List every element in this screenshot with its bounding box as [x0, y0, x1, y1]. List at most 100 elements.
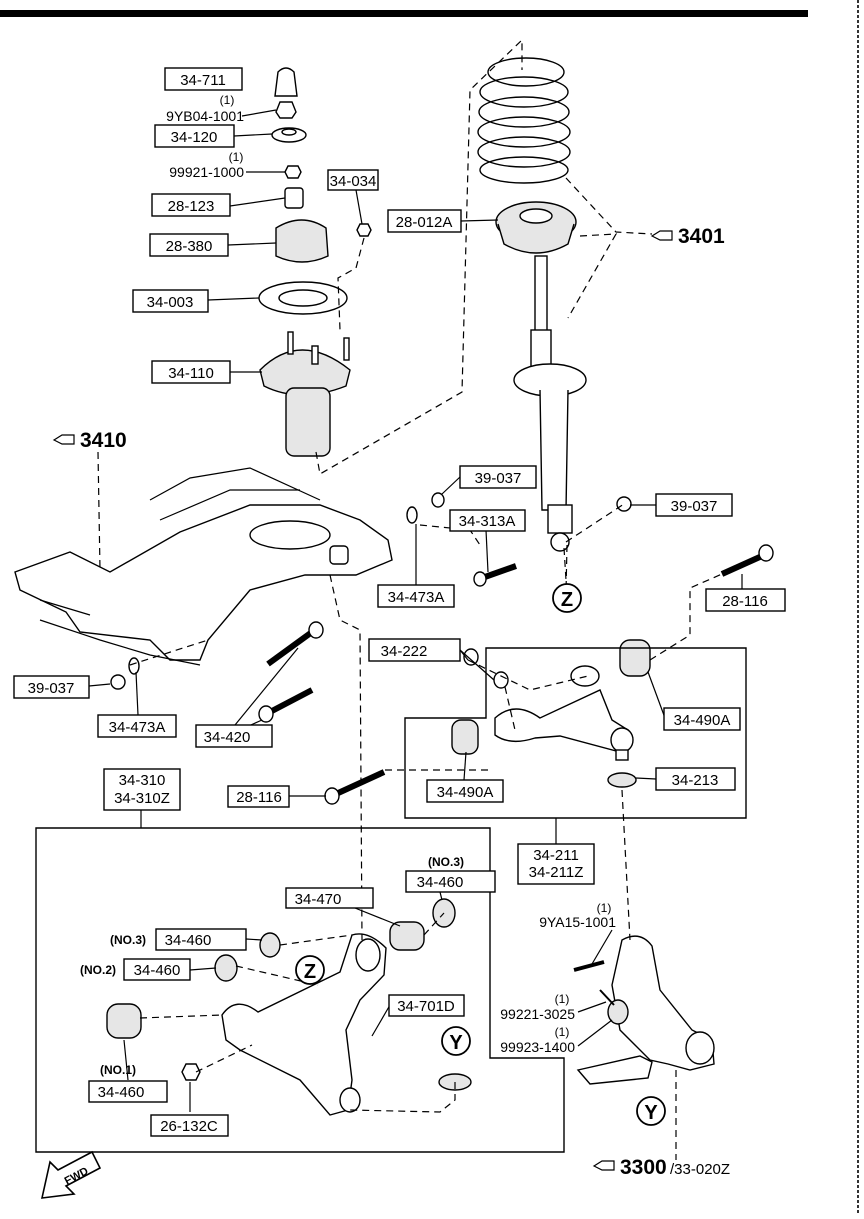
label-box-34-222	[368, 638, 461, 662]
label-box-34-313a	[449, 509, 526, 532]
label-box-28-380	[149, 233, 229, 257]
label-26-132c: 26-132C	[160, 1118, 218, 1135]
label-34-701d: 34-701D	[397, 998, 455, 1015]
upper-bushing-front	[451, 719, 479, 755]
label-34-460-d: 34-460	[98, 1084, 145, 1101]
ref-letter-z-b: Z	[304, 961, 316, 983]
mount-insulator	[275, 219, 329, 263]
strut-cap	[274, 67, 298, 97]
label-28-116-a: 28-116	[722, 593, 768, 610]
nut-26132c	[181, 1063, 201, 1081]
label-box-34-110	[151, 360, 231, 384]
hand-pointer-icon	[592, 1160, 615, 1171]
label-28-116-b: 28-116	[236, 789, 282, 806]
label-39-037-a: 39-037	[475, 470, 522, 487]
label-box-34-460-c	[123, 958, 191, 981]
label-9yb04-1001: 9YB04-1001	[166, 108, 244, 124]
label-no2: (NO.2)	[80, 963, 116, 977]
label-box-34-711	[164, 67, 243, 91]
label-34-473a-a: 34-473A	[388, 589, 445, 606]
qty-9ya15: (1)	[597, 901, 612, 915]
fwd-arrow-icon	[40, 1150, 102, 1199]
lower-bushing-no1	[106, 1003, 142, 1039]
hand-pointer-icon	[52, 434, 75, 445]
label-34-310: 34-310	[119, 772, 166, 789]
label-box-28-116-b	[227, 785, 290, 808]
label-34-460-a: 34-460	[417, 874, 464, 891]
label-99921-1000: 99921-1000	[169, 164, 244, 180]
label-39-037-b: 39-037	[671, 498, 718, 515]
label-34-222: 34-222	[381, 643, 428, 660]
label-34-003: 34-003	[147, 294, 194, 311]
label-box-34-460-d	[88, 1080, 168, 1103]
label-34-473a-b: 34-473A	[109, 719, 166, 736]
label-no3-b: (NO.3)	[110, 933, 146, 947]
steering-knuckle	[573, 935, 715, 1085]
ref-3300-sub: /33-020Z	[670, 1161, 730, 1178]
bearing-plate	[271, 127, 307, 143]
label-34-490a-a: 34-490A	[674, 712, 731, 729]
ref-3300[interactable]: 3300	[620, 1156, 667, 1179]
hand-pointer-icon	[650, 230, 673, 241]
ref-letter-z-a: Z	[561, 589, 573, 611]
ref-circle-z-b	[295, 955, 325, 985]
upper-arm-frame	[404, 647, 747, 819]
label-box-26-132c	[150, 1114, 229, 1137]
label-box-34-420	[195, 724, 273, 748]
mount-nut-34034	[356, 223, 372, 237]
label-no1: (NO.1)	[100, 1063, 136, 1077]
leaders	[88, 109, 743, 1112]
label-34-460-b: 34-460	[165, 932, 212, 949]
upper-ball-joint-seal	[607, 772, 637, 788]
label-box-34-701d	[388, 994, 465, 1017]
label-34-213: 34-213	[672, 772, 719, 789]
label-box-34-034	[327, 169, 379, 191]
label-box-34-120	[154, 124, 235, 148]
label-box-34-213	[655, 767, 736, 791]
crossmember	[14, 467, 393, 666]
label-box-28-123	[151, 193, 231, 217]
label-34-460-c: 34-460	[134, 962, 181, 979]
qty-9yb04: (1)	[220, 93, 235, 107]
label-box-34-473a-a	[377, 584, 455, 608]
label-99923-1400: 99923-1400	[500, 1039, 575, 1055]
label-box-34-460-b	[155, 928, 247, 951]
upper-arm	[494, 665, 634, 761]
label-box-39-037-c	[13, 675, 90, 699]
label-28-123: 28-123	[168, 198, 215, 215]
label-box-34-470	[285, 887, 374, 909]
label-box-34-460-a	[405, 870, 496, 893]
label-34-211z: 34-211Z	[529, 864, 584, 881]
qty-99923: (1)	[555, 1025, 570, 1039]
label-39-037-c: 39-037	[28, 680, 75, 697]
bolts	[110, 492, 774, 805]
label-box-34-490a-a	[663, 707, 741, 731]
washer-bolts-34222	[463, 648, 509, 689]
ref-circle-z-a	[552, 583, 582, 613]
label-box-39-037-b	[655, 493, 733, 517]
lower-bushing-34470	[389, 921, 425, 951]
dust-seal-plate	[258, 281, 348, 315]
small-nut	[284, 165, 302, 179]
shock-absorber	[513, 255, 587, 552]
label-box-34-211	[517, 843, 595, 885]
lower-arm	[221, 933, 387, 1116]
lower-bushing-no3a	[259, 932, 281, 958]
label-34-211: 34-211	[533, 847, 579, 864]
label-34-120: 34-120	[171, 129, 218, 146]
coil-spring	[477, 57, 571, 184]
strut-nut	[275, 101, 297, 119]
label-34-034: 34-034	[330, 173, 377, 190]
bushing-collar	[284, 187, 304, 209]
label-28-012a: 28-012A	[396, 214, 453, 231]
ref-circle-y-b	[636, 1096, 666, 1126]
qty-99221: (1)	[555, 992, 570, 1006]
label-34-310z: 34-310Z	[114, 790, 170, 807]
ref-3401[interactable]: 3401	[678, 225, 725, 248]
label-28-380: 28-380	[166, 238, 213, 255]
label-no3-a: (NO.3)	[428, 855, 464, 869]
ref-3410[interactable]: 3410	[80, 429, 127, 452]
label-box-34-003	[132, 289, 209, 313]
